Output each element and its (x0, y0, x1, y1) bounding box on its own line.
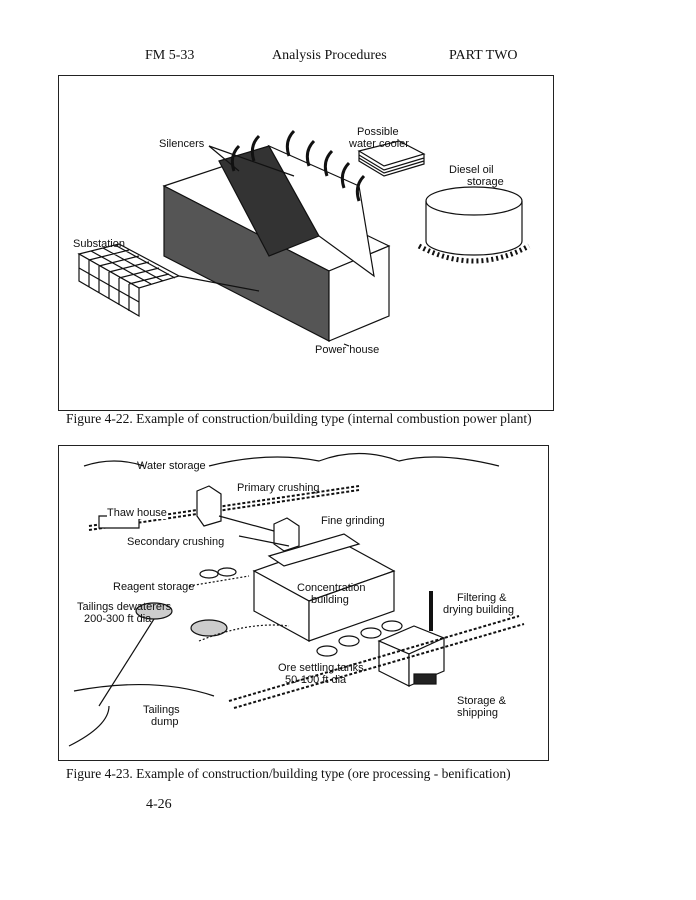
figure-ore-processing: Water storage Primary crushing Thaw hous… (58, 445, 549, 761)
power-plant-illustration (77, 129, 531, 347)
label-water-storage: Water storage (137, 460, 206, 472)
header-part: PART TWO (449, 48, 518, 63)
label-diesel-line1: Diesel oil (449, 164, 494, 176)
label-thaw-house: Thaw house (107, 507, 167, 519)
label-silencers: Silencers (159, 138, 205, 150)
label-tailings-dump-line2: dump (151, 716, 179, 728)
label-secondary-crushing: Secondary crushing (127, 536, 225, 548)
label-water-cooler-line2: water cooler (349, 138, 409, 150)
label-reagent-storage: Reagent storage (113, 581, 195, 593)
header-doc-id: FM 5-33 (145, 48, 195, 63)
label-filtering-line2: drying building (443, 604, 514, 616)
label-primary-crushing: Primary crushing (237, 482, 320, 494)
ore-processing-illustration (68, 452, 525, 747)
header-section: Analysis Procedures (272, 48, 387, 63)
figure-4-22-caption: Figure 4-22. Example of construction/bui… (66, 411, 532, 426)
label-tailings-dump-line1: Tailings (143, 704, 180, 716)
label-ore-tanks-line2: 50-100 ft dia (285, 674, 347, 686)
label-fine-grinding: Fine grinding (321, 515, 385, 527)
label-power-house: Power house (315, 344, 380, 356)
figure-4-23-caption: Figure 4-23. Example of construction/bui… (66, 766, 511, 781)
label-tailings-dewaterers-line2: 200-300 ft dia (84, 613, 152, 625)
label-storage-line1: Storage & (457, 695, 506, 707)
label-substation: Substation (73, 238, 125, 250)
label-ore-tanks-line1: Ore settling tanks (278, 662, 364, 674)
label-concentration-line1: Concentration (297, 582, 366, 594)
label-filtering-line1: Filtering & (457, 592, 507, 604)
label-storage-line2: shipping (457, 707, 498, 719)
page-number: 4-26 (146, 797, 172, 812)
figure-power-plant: Silencers Possible water cooler Diesel o… (58, 75, 554, 411)
label-concentration-line2: building (311, 594, 349, 606)
label-water-cooler-line1: Possible (357, 126, 399, 138)
label-tailings-dewaterers-line1: Tailings dewaterers (77, 601, 172, 613)
label-diesel-line2: storage (467, 176, 504, 188)
